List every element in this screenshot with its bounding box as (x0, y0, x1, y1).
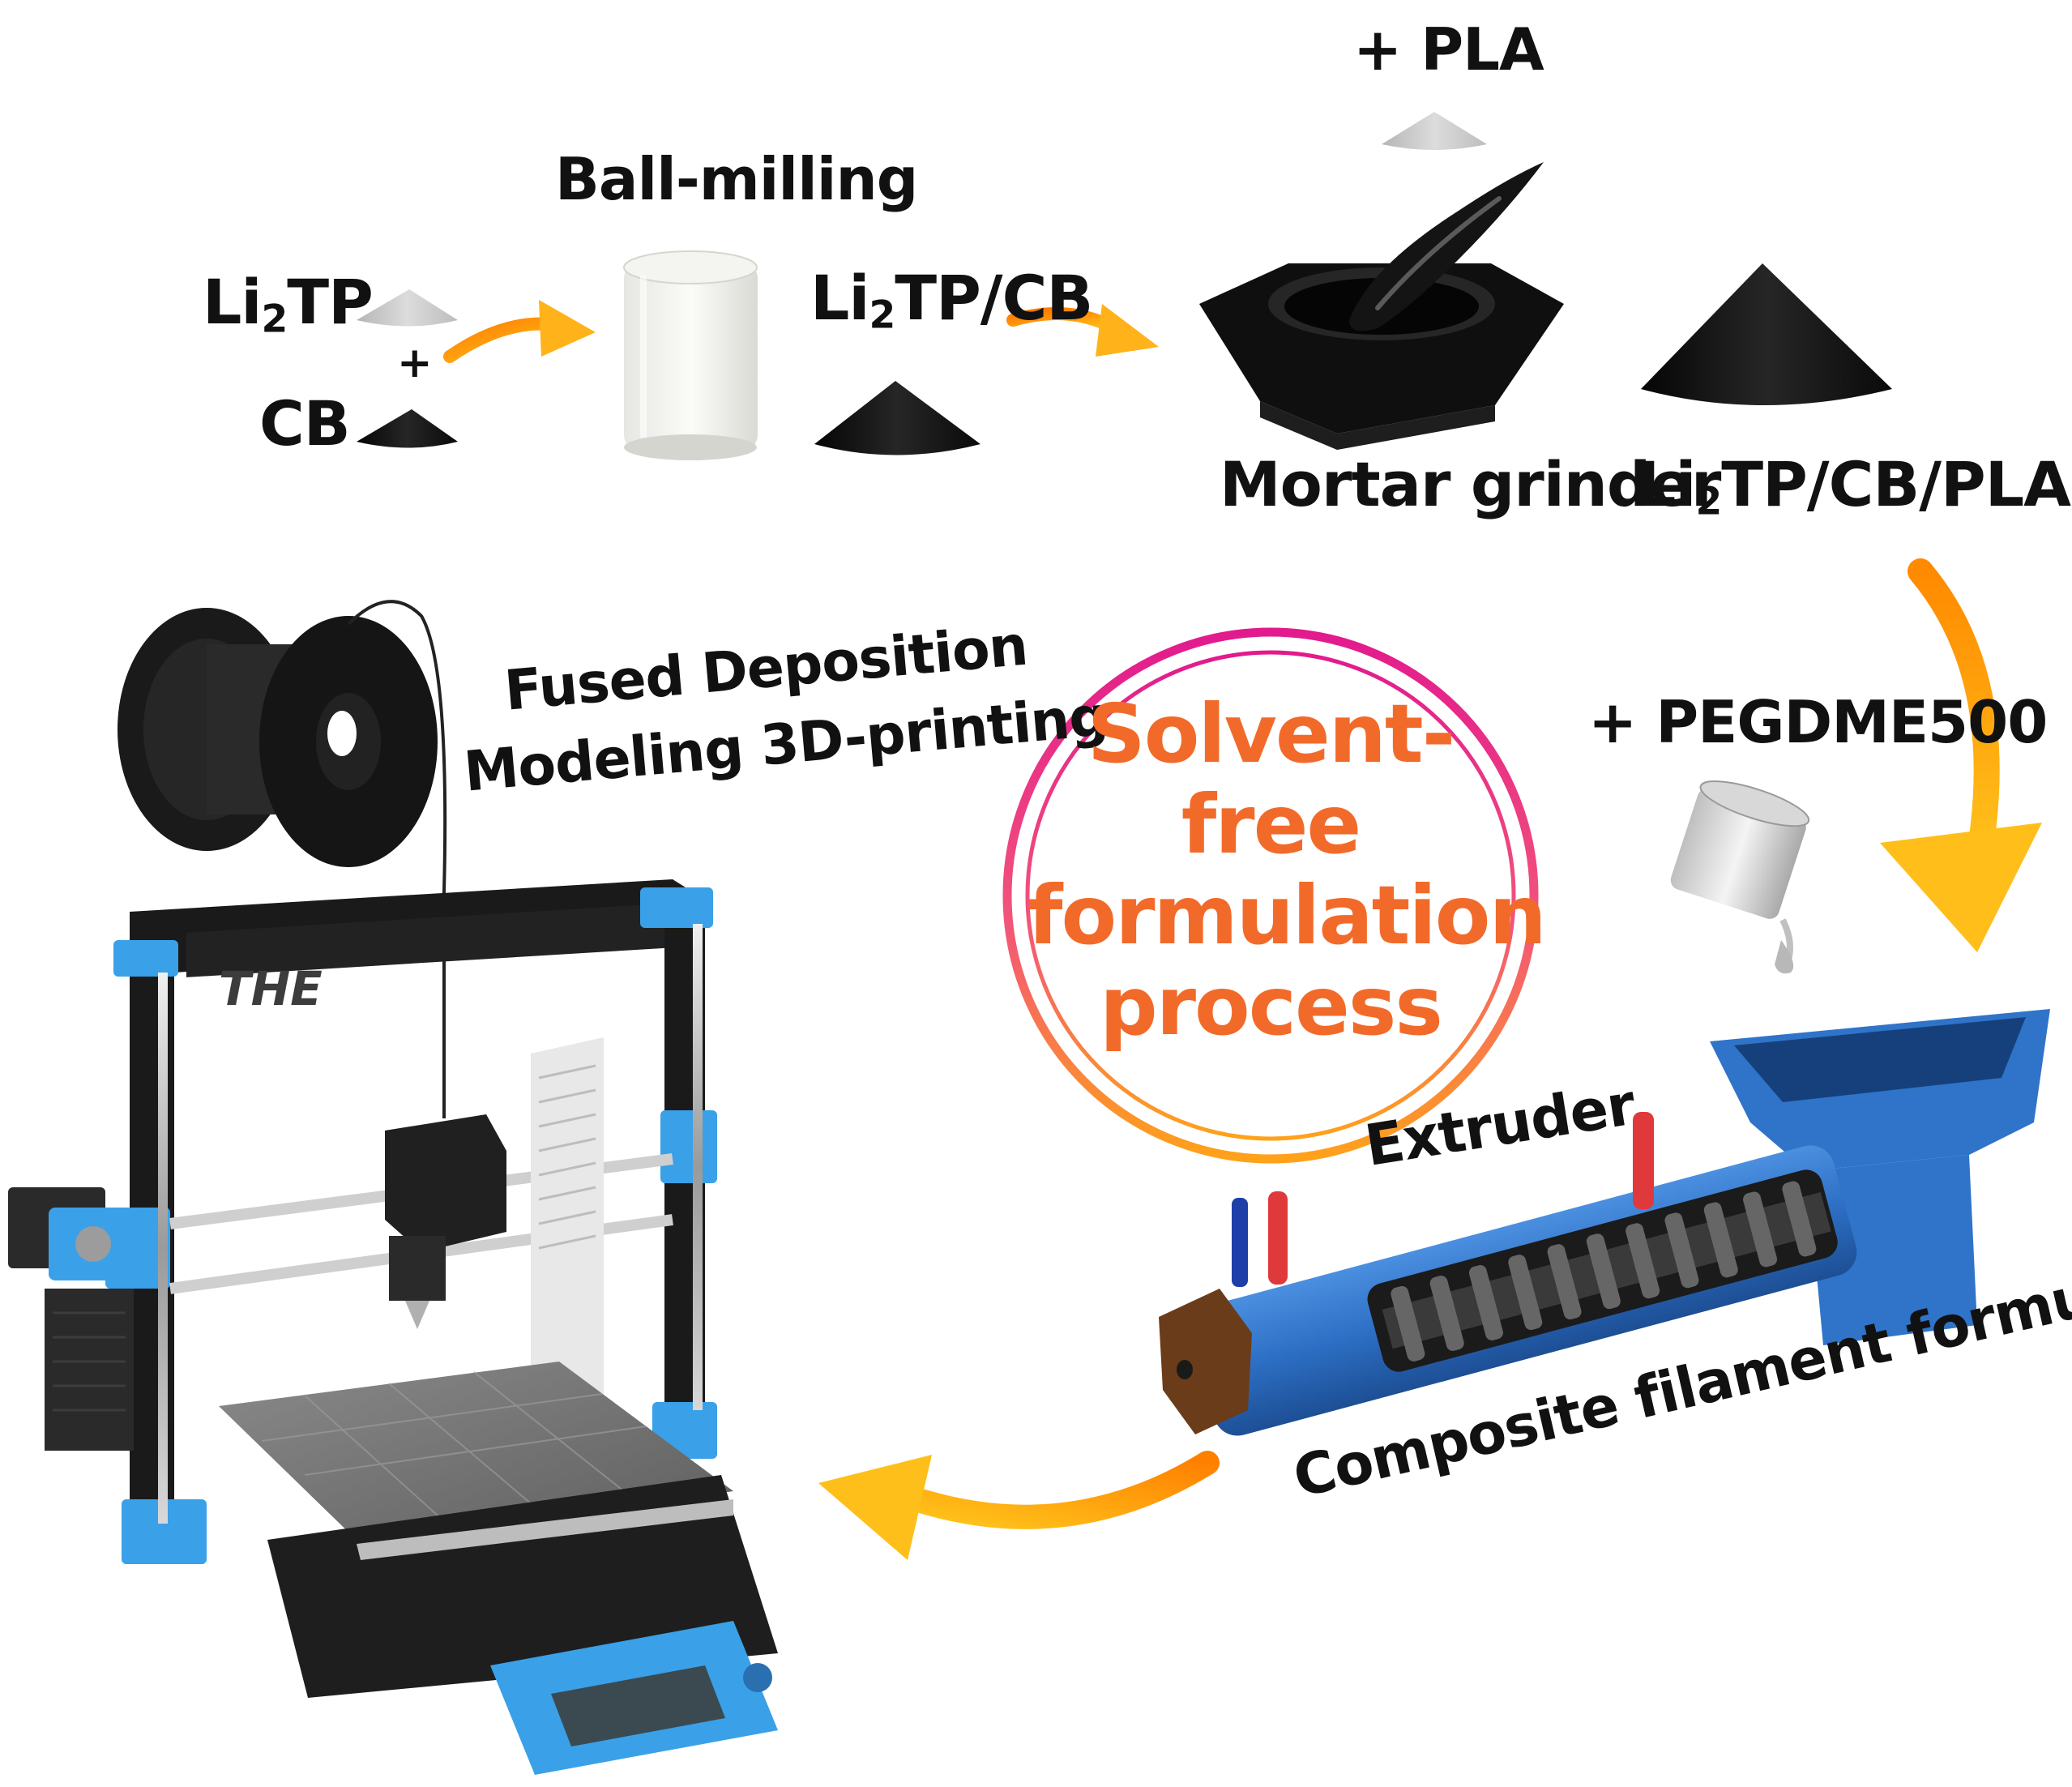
label-ball-milling: Ball-milling (555, 145, 918, 213)
arrow-to-extruder (1880, 558, 2042, 952)
3d-printer-icon: THE (8, 879, 778, 1775)
label-plus-pla: + PLA (1353, 15, 1544, 83)
center-line2: formulation (1027, 868, 1547, 963)
li2tp-powder-icon (357, 289, 458, 327)
ball-mill-jar-icon (623, 250, 758, 460)
label-li2tp-cb: Li2TP/CB (810, 262, 1093, 338)
spool-icon (117, 608, 438, 867)
extruder-icon (1159, 1009, 2050, 1436)
arrow-to-ball-mill (443, 300, 596, 363)
label-plus: + (397, 339, 433, 387)
center-title: Solvent-free formulation process (1027, 686, 1547, 1054)
filament-line (347, 600, 447, 1118)
li2tp-cb-powder-icon (814, 381, 980, 455)
pegdme-beaker-icon (1670, 780, 1810, 974)
label-plus-pegdme500: + PEGDME500 (1588, 688, 2048, 756)
center-ring (1002, 627, 1539, 1164)
cb-powder-icon (357, 409, 458, 448)
frame-logo-text: THE (219, 961, 323, 1016)
label-mortar-grinder: Mortar grinder (1220, 448, 1721, 520)
label-cb: CB (259, 387, 351, 460)
center-line3: process (1100, 959, 1443, 1054)
label-li2tp: Li2TP (203, 266, 374, 342)
extruder-screw (1382, 1181, 1831, 1362)
label-li2tp-cb-pla: Li2TP/CB/PLA (1637, 448, 2071, 524)
pla-powder-icon (1382, 112, 1487, 150)
arrow-to-printer (818, 1451, 1220, 1560)
arrow-to-mortar (1006, 304, 1159, 357)
li2tp-cb-pla-powder-icon (1641, 263, 1892, 405)
mortar-grinder-icon (1199, 162, 1564, 450)
center-line1: Solvent-free (1087, 686, 1456, 872)
